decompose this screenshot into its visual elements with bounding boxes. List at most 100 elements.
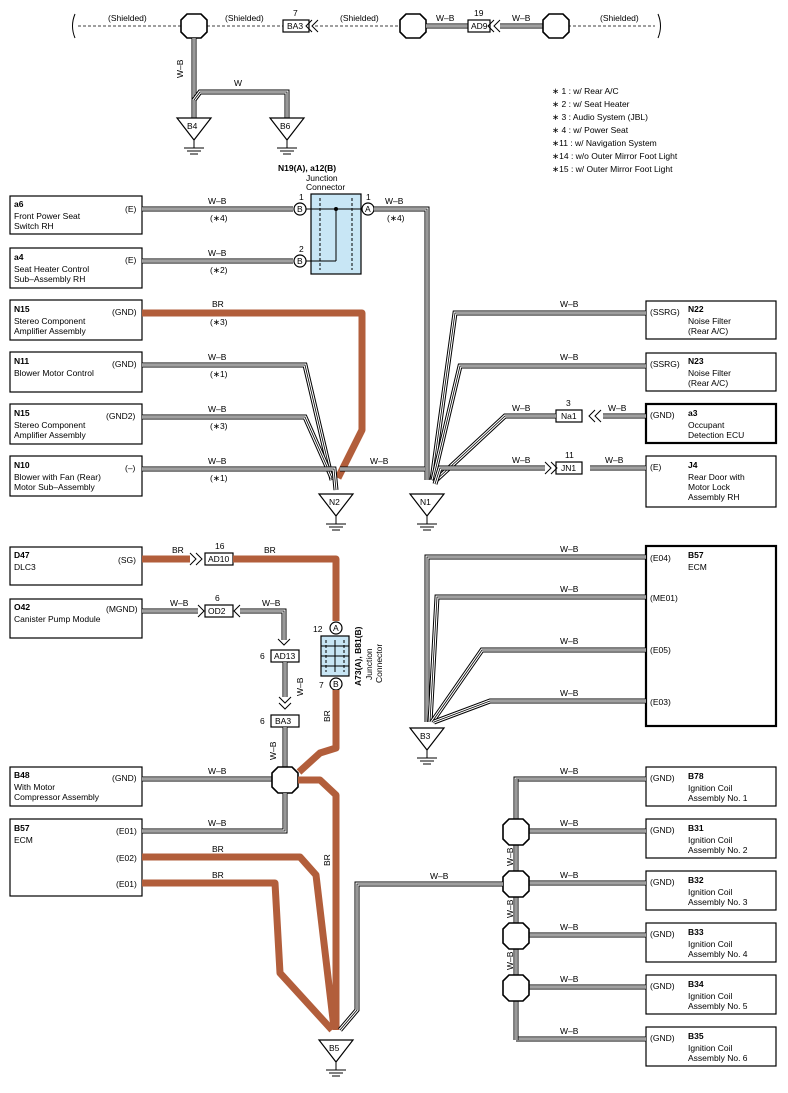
- svg-text:∗ 2 : w/ Seat Heater: ∗ 2 : w/ Seat Heater: [552, 99, 630, 109]
- svg-text:J4: J4: [688, 460, 698, 470]
- svg-text:N15: N15: [14, 304, 30, 314]
- wire-label: W–B: [170, 598, 189, 608]
- shield-label-3: (Shielded): [340, 13, 379, 23]
- wire-label: W–B: [175, 59, 185, 78]
- connector-ad9: [467, 19, 491, 33]
- connector-od2: [204, 604, 234, 618]
- junction-title: A73(A), B81(B): [353, 626, 363, 686]
- svg-text:B: B: [297, 204, 303, 214]
- svg-text:B6: B6: [280, 121, 291, 131]
- ground-b3: B3: [408, 727, 446, 765]
- svg-text:(SSRG): (SSRG): [650, 359, 680, 369]
- splice-point: [271, 766, 299, 794]
- svg-text:6: 6: [215, 593, 220, 603]
- wire-label: W–B: [208, 766, 227, 776]
- component-a4: a4 Seat Heater Control Sub–Assembly RH (…: [9, 247, 143, 289]
- svg-text:∗15 : w/ Outer Mirror Foot Lig: ∗15 : w/ Outer Mirror Foot Light: [552, 164, 673, 174]
- svg-text:(E03): (E03): [650, 697, 671, 707]
- svg-text:DLC3: DLC3: [14, 562, 36, 572]
- svg-text:Ignition Coil: Ignition Coil: [688, 939, 733, 949]
- svg-text:1: 1: [299, 192, 304, 202]
- svg-text:B: B: [333, 679, 339, 689]
- wire-label: W–B: [512, 13, 531, 23]
- svg-text:Assembly No. 6: Assembly No. 6: [688, 1053, 748, 1063]
- wire-label: W–B: [370, 456, 389, 466]
- wire-br-dlc3: [233, 555, 340, 621]
- svg-text:Ignition Coil: Ignition Coil: [688, 835, 733, 845]
- svg-text:B35: B35: [688, 1031, 704, 1041]
- svg-text:B57: B57: [14, 823, 30, 833]
- wire-label: W–B: [560, 352, 579, 362]
- wire-label: W–B: [208, 404, 227, 414]
- svg-text:(GND): (GND): [112, 307, 137, 317]
- wire-label: W–B: [560, 688, 579, 698]
- notes-list: ∗ 1 : w/ Rear A/C ∗ 2 : w/ Seat Heater ∗…: [552, 86, 678, 174]
- svg-text:N2: N2: [329, 497, 340, 507]
- svg-text:BA3: BA3: [275, 716, 291, 726]
- wire-br-splice: [298, 776, 340, 1030]
- wire-label: W–B: [560, 818, 579, 828]
- svg-text:Compressor Assembly: Compressor Assembly: [14, 792, 100, 802]
- junction-sub: Junction: [364, 648, 374, 680]
- junction-sub: Connector: [374, 644, 384, 683]
- svg-text:6: 6: [260, 716, 265, 726]
- wire-label: W–B: [512, 455, 531, 465]
- splice-point: [502, 818, 530, 846]
- connector-ba3-top: [282, 19, 310, 33]
- connector-label: BA3: [287, 21, 303, 31]
- component-n23: (SSRG) N23 Noise Filter (Rear A/C): [645, 352, 777, 392]
- svg-text:A: A: [365, 204, 371, 214]
- wire-label: W–B: [385, 196, 404, 206]
- component-n11: N11 Blower Motor Control (GND): [9, 351, 143, 393]
- svg-text:7: 7: [319, 680, 324, 690]
- svg-text:D47: D47: [14, 550, 30, 560]
- svg-text:Assembly No. 4: Assembly No. 4: [688, 949, 748, 959]
- ground-b6: B6: [268, 117, 306, 155]
- svg-text:∗14 : w/o Outer Mirror Foot Li: ∗14 : w/o Outer Mirror Foot Light: [552, 151, 678, 161]
- wire-label: W–B: [208, 352, 227, 362]
- svg-text:(GND): (GND): [112, 359, 137, 369]
- wire-label: BR: [212, 844, 224, 854]
- wire-br-n15: [142, 309, 366, 480]
- wire-label: W–B: [208, 456, 227, 466]
- svg-text:B34: B34: [688, 979, 704, 989]
- wire-label: W: [234, 78, 242, 88]
- shield-line: (Shielded) (Shielded) (Shielded) (Shield…: [72, 13, 661, 39]
- wire-label: W–B: [430, 871, 449, 881]
- svg-text:Blower with Fan (Rear): Blower with Fan (Rear): [14, 472, 101, 482]
- svg-text:(Rear A/C): (Rear A/C): [688, 326, 728, 336]
- option-note: (∗1): [210, 473, 228, 483]
- svg-text:∗11 : w/ Navigation System: ∗11 : w/ Navigation System: [552, 138, 657, 148]
- wire-label: W–B: [560, 544, 579, 554]
- svg-text:(MGND): (MGND): [106, 604, 138, 614]
- option-note: (∗4): [387, 213, 405, 223]
- svg-text:O42: O42: [14, 602, 30, 612]
- svg-text:Na1: Na1: [561, 411, 577, 421]
- svg-text:N10: N10: [14, 460, 30, 470]
- splice-point: [502, 922, 530, 950]
- wire-br-ecm-e01: [142, 879, 335, 1033]
- svg-text:(GND): (GND): [650, 773, 675, 783]
- connector-pin: 7: [293, 8, 298, 18]
- svg-text:ECM: ECM: [688, 562, 707, 572]
- svg-text:(GND): (GND): [650, 825, 675, 835]
- wire-label: BR: [322, 710, 332, 722]
- svg-text:Sub–Assembly RH: Sub–Assembly RH: [14, 274, 85, 284]
- svg-text:Assembly No. 1: Assembly No. 1: [688, 793, 748, 803]
- svg-text:Rear Door with: Rear Door with: [688, 472, 745, 482]
- component-n15-2: N15 Stereo Component Amplifier Assembly …: [9, 403, 143, 445]
- pin-a: [329, 621, 343, 635]
- svg-text:1: 1: [366, 192, 371, 202]
- svg-text:B5: B5: [329, 1043, 340, 1053]
- wire-label: W–B: [560, 636, 579, 646]
- svg-text:Ignition Coil: Ignition Coil: [688, 1043, 733, 1053]
- component-o42: O42 Canister Pump Module (MGND): [9, 598, 143, 639]
- connector-jn1: [555, 461, 583, 475]
- svg-text:(E01): (E01): [116, 826, 137, 836]
- wire-label: BR: [172, 545, 184, 555]
- svg-text:Motor Lock: Motor Lock: [688, 482, 731, 492]
- component-n15: N15 Stereo Component Amplifier Assembly …: [9, 299, 143, 341]
